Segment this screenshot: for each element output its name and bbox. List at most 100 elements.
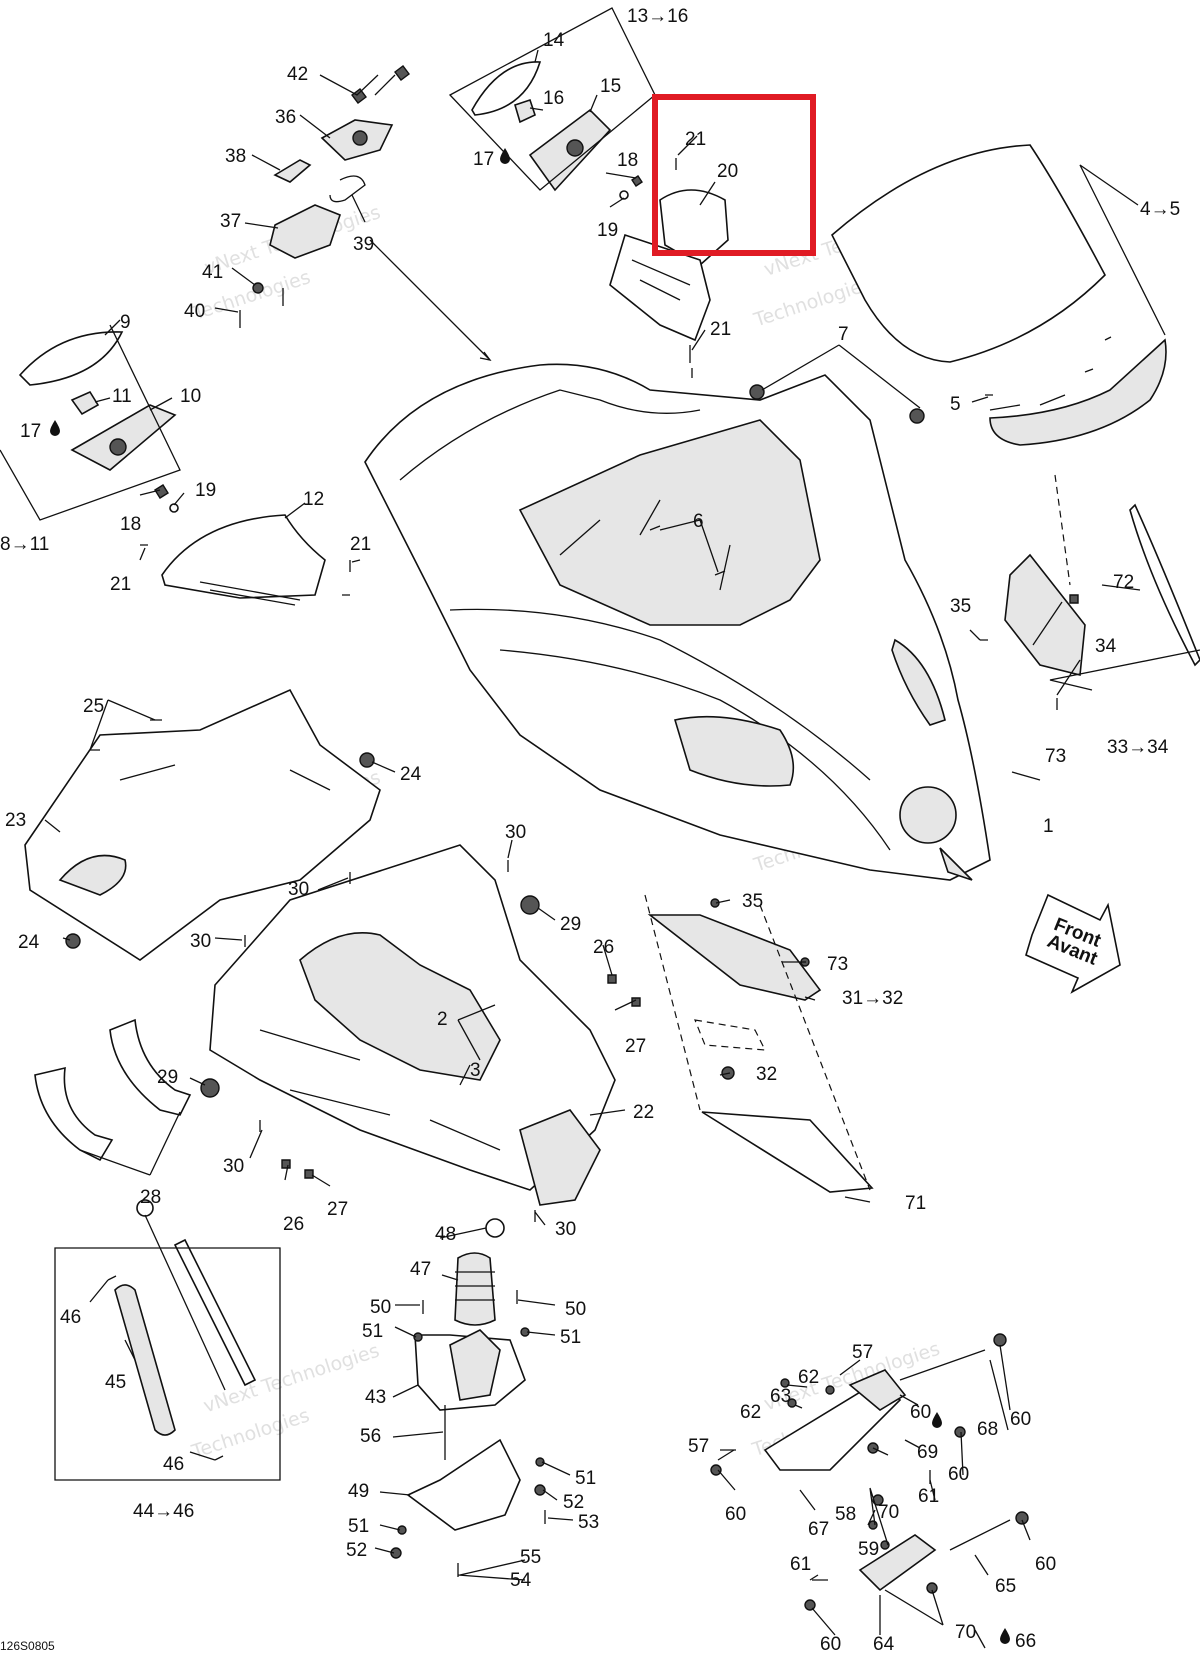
callout-27b: 27 — [327, 1199, 348, 1220]
callout-69: 69 — [917, 1442, 938, 1463]
part-38-lever — [273, 159, 312, 183]
callout-67: 67 — [808, 1519, 829, 1540]
part-46-screws — [107, 1275, 224, 1461]
part-7-grommet — [909, 408, 925, 424]
callout-66: 66 — [1015, 1631, 1036, 1652]
part-44-rod — [173, 1238, 257, 1387]
callout-26a: 26 — [593, 937, 614, 958]
callout-55: 55 — [520, 1547, 541, 1568]
part-58-nut — [868, 1520, 878, 1530]
leaders-30-26-27 — [249, 1129, 546, 1226]
hood-vent-lower — [673, 715, 795, 787]
part-45-boot — [114, 1284, 176, 1436]
callout-31-32: 31→32 — [842, 988, 903, 1009]
leaders-2-3 — [457, 1004, 496, 1086]
oil-drop-icon — [1000, 1628, 1010, 1644]
callout-21a: 21 — [685, 129, 706, 150]
lubricant-icons — [50, 148, 1010, 1644]
leaders-18-19 — [605, 172, 637, 208]
part-5-screws — [985, 336, 1112, 396]
part-18-spring — [631, 175, 643, 187]
console-ribs — [259, 1029, 501, 1151]
callout-26b: 26 — [283, 1214, 304, 1235]
leader-7 — [761, 344, 921, 409]
callout-23: 23 — [5, 810, 26, 831]
callout-72: 72 — [1113, 572, 1134, 593]
part-60-washer — [710, 1464, 722, 1476]
callout-71: 71 — [905, 1193, 926, 1214]
leaders-9-11 — [94, 319, 173, 411]
part-47-bellows — [454, 1252, 496, 1326]
part-12-ribs — [199, 581, 301, 606]
part-60-washer — [804, 1599, 816, 1611]
leaders-43-56-49 — [379, 1384, 444, 1496]
part-19-clip-left — [169, 503, 179, 513]
callout-52a: 52 — [563, 1492, 584, 1513]
callout-51d: 51 — [348, 1516, 369, 1537]
callout-35b: 35 — [742, 891, 763, 912]
callout-60b: 60 — [1010, 1409, 1031, 1430]
leaders-35-73-31-32-71 — [715, 899, 871, 1203]
callout-32: 32 — [756, 1064, 777, 1085]
part-68-shaft — [899, 1349, 986, 1381]
callout-9: 9 — [120, 312, 131, 333]
callout-24b: 24 — [18, 932, 40, 953]
part-drawings — [18, 61, 1200, 1611]
callout-68: 68 — [977, 1419, 998, 1440]
callout-50a: 50 — [370, 1297, 391, 1318]
callout-43: 43 — [365, 1387, 386, 1408]
callout-2: 2 — [437, 1009, 448, 1030]
hood-frame-ribs — [559, 499, 731, 591]
callout-21b: 21 — [710, 319, 731, 340]
callout-30b: 30 — [288, 879, 309, 900]
callout-17b: 17 — [20, 421, 41, 442]
part-70-nut — [872, 1494, 884, 1506]
callout-20: 20 — [717, 161, 738, 182]
callout-51c: 51 — [575, 1468, 596, 1489]
bracket-8-11 — [0, 324, 181, 521]
leaders-51-55 — [374, 1461, 574, 1581]
leader-1 — [1011, 771, 1041, 781]
windshield-base-tabs — [989, 394, 1066, 411]
part-28-strap — [109, 1018, 192, 1116]
part-41-washer — [252, 282, 264, 294]
callout-19a: 19 — [597, 220, 618, 241]
callout-61b: 61 — [790, 1554, 811, 1575]
callout-22: 22 — [633, 1102, 654, 1123]
part-26-bolt-lower — [281, 1159, 291, 1169]
part-7-grommet — [749, 384, 765, 400]
callout-5: 5 — [950, 394, 961, 415]
console-bracket — [519, 1109, 601, 1206]
callout-4-5: 4→5 — [1140, 199, 1180, 220]
callout-60a: 60 — [910, 1402, 931, 1423]
callout-24a: 24 — [400, 764, 422, 785]
hood-inner-frame — [518, 419, 821, 626]
leaders-57-63 — [786, 1359, 861, 1409]
bracket-arm — [848, 1369, 907, 1411]
callout-1: 1 — [1043, 816, 1054, 837]
callout-labels: 13→16 14 15 16 17 18 19 21 20 21 42 36 3… — [0, 6, 1180, 1655]
leaders-34-72 — [1032, 584, 1141, 646]
part-32-dashed-grille — [694, 1019, 767, 1051]
diagram-code: 126S0805 — [0, 1639, 55, 1653]
callout-62a: 62 — [798, 1367, 819, 1388]
callout-56: 56 — [360, 1426, 381, 1447]
part-51-washer — [535, 1457, 545, 1467]
callout-60e: 60 — [1035, 1554, 1056, 1575]
callout-7: 7 — [838, 324, 849, 345]
part-15-pivot — [566, 139, 584, 157]
callout-47: 47 — [410, 1259, 431, 1280]
leader-6 — [659, 519, 719, 573]
arrow-latch-to-hood — [369, 239, 491, 361]
callout-53: 53 — [578, 1512, 599, 1533]
box-44-46 — [54, 1247, 281, 1481]
part-44-cable — [144, 1214, 226, 1391]
part-25-screws — [90, 719, 162, 751]
part-29-grommet — [520, 895, 540, 915]
callout-25: 25 — [83, 696, 104, 717]
callout-51a: 51 — [362, 1321, 383, 1342]
callout-8-11: 8→11 — [0, 534, 49, 555]
callout-61a: 61 — [918, 1486, 939, 1507]
part-10-base — [70, 404, 177, 471]
hood-crease-low — [499, 649, 891, 851]
